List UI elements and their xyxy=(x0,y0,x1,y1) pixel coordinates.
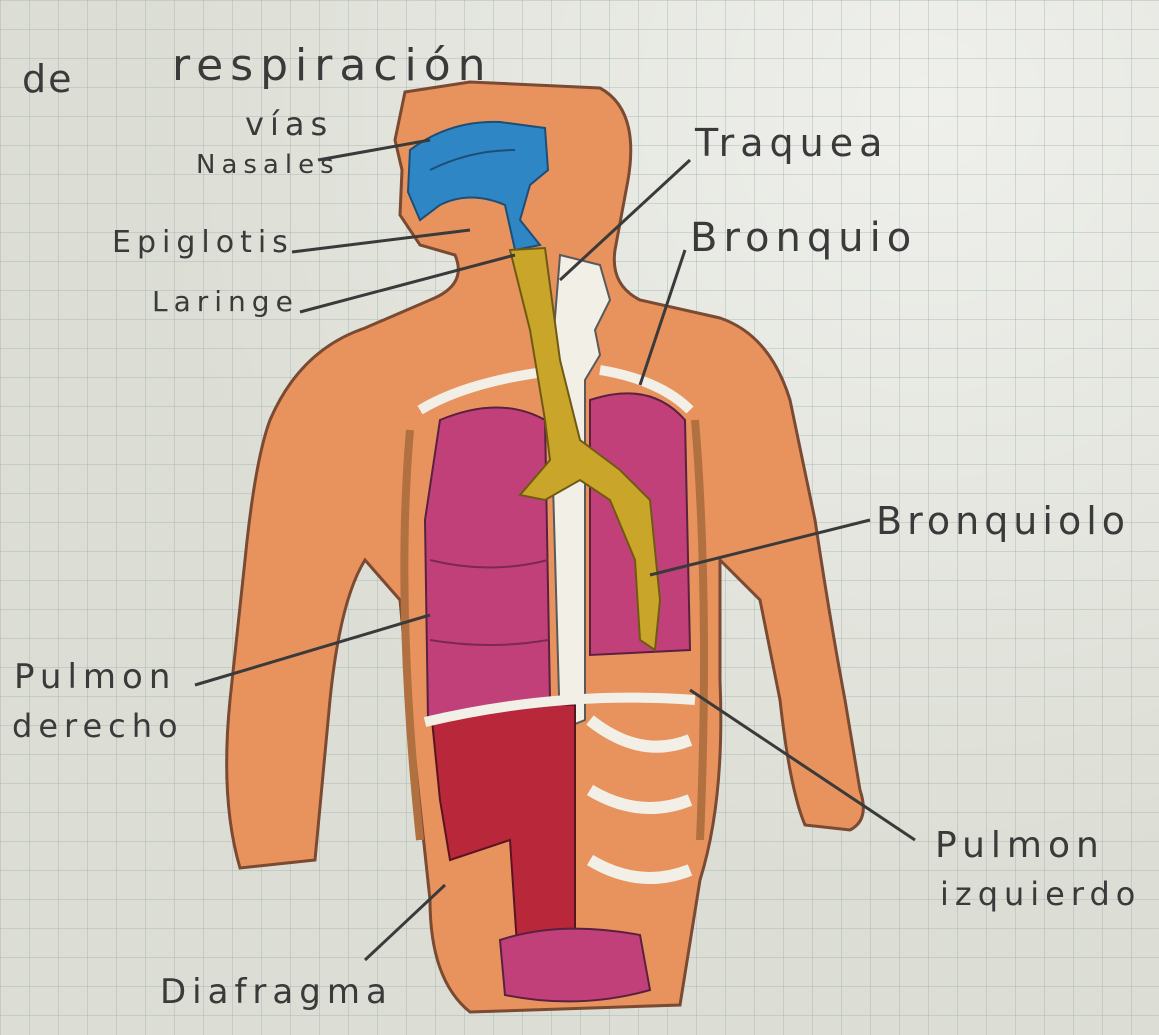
label-vias: vías xyxy=(245,108,333,140)
label-laringe: Laringe xyxy=(152,288,299,316)
label-epiglotis: Epiglotis xyxy=(112,228,294,258)
label-pulmon-derecho-line1: Pulmon xyxy=(14,660,176,694)
page-title: respiración xyxy=(172,44,493,88)
label-traquea: Traquea xyxy=(695,124,888,162)
label-pulmon-derecho-line2: derecho xyxy=(12,710,184,742)
label-nasales: Nasales xyxy=(196,152,340,178)
label-diafragma: Diafragma xyxy=(160,975,393,1009)
label-bronquio: Bronquio xyxy=(690,218,917,258)
label-pulmon-izquierdo-line2: izquierdo xyxy=(940,878,1141,910)
title-prefix: de xyxy=(22,60,74,98)
label-pulmon-izquierdo-line1: Pulmon xyxy=(935,828,1105,864)
label-bronquiolo: Bronquiolo xyxy=(876,502,1130,540)
